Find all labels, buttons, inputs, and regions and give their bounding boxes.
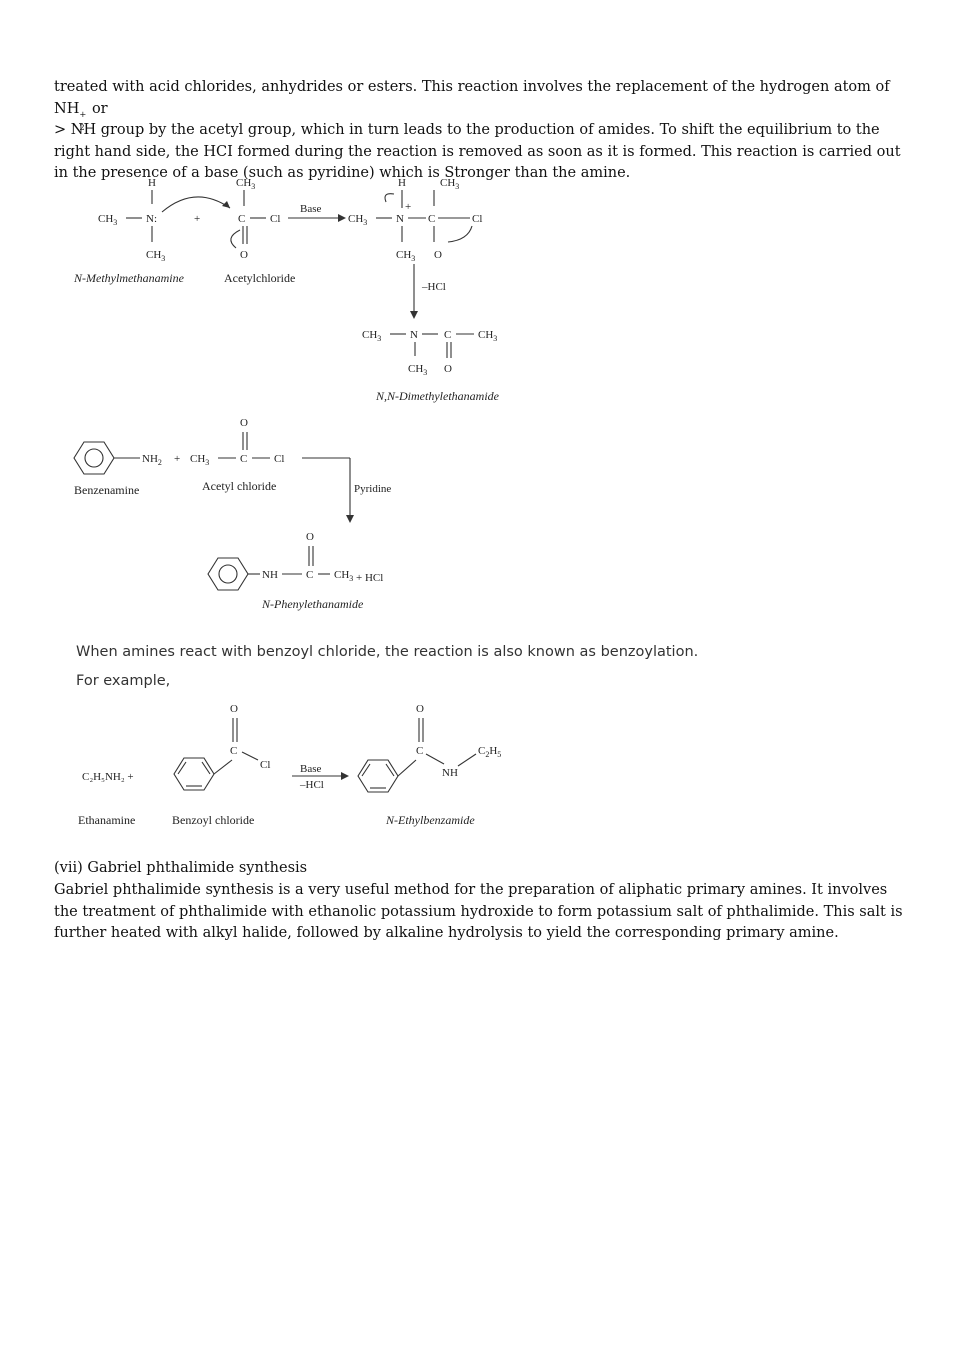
svg-text:CH3: CH3 bbox=[236, 177, 255, 191]
label-acetyl-chloride: Acetyl chloride bbox=[202, 479, 276, 493]
svg-text:Cl: Cl bbox=[270, 213, 280, 225]
svg-text:C2H5: C2H5 bbox=[478, 745, 501, 759]
svg-text:CH3: CH3 bbox=[98, 213, 117, 227]
ethanamine-formula: C₂H₅NH₂ + bbox=[82, 771, 134, 783]
scheme-acetylation-benzenamine: NH2 + CH3 C Cl O Pyridine Benzenamine Ac… bbox=[73, 417, 391, 611]
label-benzenamine: Benzenamine bbox=[74, 483, 139, 497]
svg-text:C: C bbox=[230, 745, 237, 757]
label-acetylchloride: Acetylchloride bbox=[224, 271, 295, 285]
minus-hcl-label-1: –HCl bbox=[421, 281, 446, 293]
svg-text:Cl: Cl bbox=[274, 453, 284, 465]
svg-text:O: O bbox=[306, 531, 314, 543]
svg-text:O: O bbox=[434, 249, 442, 261]
for-example-text: For example, bbox=[76, 673, 171, 689]
base-label-1: Base bbox=[300, 203, 322, 215]
svg-text:CH3: CH3 bbox=[478, 329, 497, 343]
svg-text:CH3: CH3 bbox=[396, 249, 415, 263]
svg-text:O: O bbox=[240, 249, 248, 261]
label-n-methylmethanamine: N-Methylmethanamine bbox=[73, 271, 185, 285]
svg-text:Cl: Cl bbox=[472, 213, 482, 225]
svg-text:C: C bbox=[444, 329, 451, 341]
svg-text:CH3 + HCl: CH3 + HCl bbox=[334, 569, 383, 584]
svg-text:C: C bbox=[240, 453, 247, 465]
svg-text:+: + bbox=[405, 201, 411, 213]
svg-text:O: O bbox=[444, 363, 452, 375]
svg-text:O: O bbox=[230, 703, 238, 715]
label-n-ethylbenzamide: N-Ethylbenzamide bbox=[385, 813, 475, 827]
svg-text:NH: NH bbox=[262, 569, 278, 581]
svg-text:CH3: CH3 bbox=[190, 453, 209, 467]
svg-text:N:: N: bbox=[146, 213, 157, 225]
minus-hcl-label-3: –HCl bbox=[299, 779, 324, 791]
svg-text:C: C bbox=[238, 213, 245, 225]
svg-text:Cl: Cl bbox=[260, 759, 270, 771]
gabriel-paragraph: Gabriel phthalimide synthesis is a very … bbox=[54, 882, 903, 941]
benzoylation-sentence: When amines react with benzoyl chloride,… bbox=[76, 644, 699, 660]
svg-text:O: O bbox=[240, 417, 248, 429]
label-ethanamine: Ethanamine bbox=[78, 813, 135, 827]
scheme-acetylation-dimethylamine: H CH3 N: CH3 + CH3 C Cl O Base CH3 H N +… bbox=[73, 177, 500, 403]
svg-text:NH2: NH2 bbox=[142, 453, 162, 467]
intro-paragraph: treated with acid chlorides, anhydrides … bbox=[54, 79, 901, 181]
svg-text:CH3: CH3 bbox=[348, 213, 367, 227]
svg-text:+: + bbox=[194, 213, 200, 225]
nh2-plus-formula: NH+2 bbox=[54, 100, 87, 132]
svg-text:N: N bbox=[410, 329, 418, 341]
pyridine-label: Pyridine bbox=[354, 483, 391, 495]
svg-text:CH3: CH3 bbox=[362, 329, 381, 343]
section-title-gabriel: (vii) Gabriel phthalimide synthesis bbox=[54, 860, 308, 876]
base-label-3: Base bbox=[300, 763, 322, 775]
svg-text:C: C bbox=[306, 569, 313, 581]
svg-text:N: N bbox=[396, 213, 404, 225]
svg-text:O: O bbox=[416, 703, 424, 715]
label-n-n-dimethylethanamide: N,N-Dimethylethanamide bbox=[375, 389, 500, 403]
svg-text:NH: NH bbox=[442, 767, 458, 779]
svg-text:CH3: CH3 bbox=[408, 363, 427, 377]
label-benzoyl-chloride: Benzoyl chloride bbox=[172, 813, 254, 827]
svg-text:H: H bbox=[148, 177, 156, 189]
svg-text:CH3: CH3 bbox=[440, 177, 459, 191]
svg-text:C: C bbox=[416, 745, 423, 757]
svg-text:+: + bbox=[174, 453, 180, 465]
svg-text:H: H bbox=[398, 177, 406, 189]
svg-text:C: C bbox=[428, 213, 435, 225]
scheme-benzoylation: C₂H₅NH₂ + C O Cl Base –HCl C O NH C2H5 E… bbox=[78, 703, 501, 827]
label-n-phenylethanamide: N-Phenylethanamide bbox=[261, 597, 364, 611]
svg-text:CH3: CH3 bbox=[146, 249, 165, 263]
